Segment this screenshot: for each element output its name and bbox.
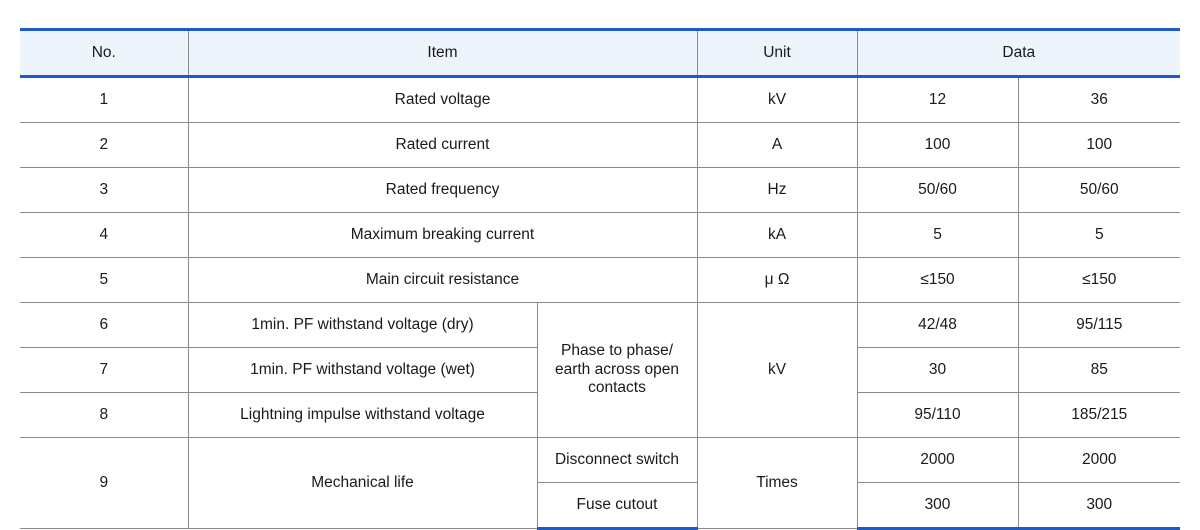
specification-table-container: No. Item Unit Data 1 Rated voltage kV 12…: [20, 28, 1180, 530]
row-data-1: ≤150: [856, 257, 1019, 303]
column-header-data: Data: [856, 28, 1180, 78]
row-unit: A: [696, 122, 858, 168]
table-row: 9 Mechanical life Disconnect switch Time…: [20, 437, 1180, 529]
row-no: 2: [20, 122, 189, 168]
table-row: 2 Rated current A 100 100: [20, 122, 1180, 168]
row-data-1: 100: [856, 122, 1019, 168]
row-data-2: 100: [1017, 122, 1180, 168]
row-data-1: 50/60: [856, 167, 1019, 213]
table-row: 1 Rated voltage kV 12 36: [20, 76, 1180, 123]
row-unit: kV: [696, 76, 858, 123]
row-item: Rated voltage: [187, 76, 698, 123]
table-row: 3 Rated frequency Hz 50/60 50/60: [20, 167, 1180, 213]
row-data-1: 42/48: [856, 302, 1019, 348]
table-row: 4 Maximum breaking current kA 5 5: [20, 212, 1180, 258]
row-data-2: 85: [1017, 347, 1180, 393]
row-no: 9: [20, 437, 189, 529]
row-data-2: 2000: [1017, 437, 1180, 483]
row-unit: Hz: [696, 167, 858, 213]
table-row: Fuse cutout 300 300: [20, 482, 1180, 530]
withstand-unit: kV: [696, 302, 858, 438]
row-item: Maximum breaking current: [187, 212, 698, 258]
mechanical-life-unit: Times: [696, 437, 858, 529]
row-data-2: ≤150: [1017, 257, 1180, 303]
table-row: 5 Main circuit resistance μ Ω ≤150 ≤150: [20, 257, 1180, 303]
mechanical-life-subitem: Fuse cutout: [537, 482, 698, 530]
row-data-1: 95/110: [856, 392, 1019, 438]
row-data-2: 5: [1017, 212, 1180, 258]
mechanical-life-subitem: Disconnect switch: [536, 437, 698, 483]
table-body: 1 Rated voltage kV 12 36 2 Rated current…: [20, 76, 1180, 530]
header-row: No. Item Unit Data: [20, 28, 1180, 78]
row-data-2: 50/60: [1017, 167, 1180, 213]
row-item: Rated current: [187, 122, 698, 168]
table-header: No. Item Unit Data: [20, 28, 1180, 78]
row-unit: kA: [696, 212, 858, 258]
table-row: 6 1min. PF withstand voltage (dry) Phase…: [20, 302, 1180, 438]
row-item: Rated frequency: [187, 167, 698, 213]
column-header-item: Item: [187, 28, 698, 78]
row-item: Lightning impulse withstand voltage: [187, 392, 538, 438]
row-data-2: 185/215: [1017, 392, 1180, 438]
column-header-no: No.: [20, 28, 189, 78]
specification-table: No. Item Unit Data 1 Rated voltage kV 12…: [20, 28, 1180, 530]
column-header-unit: Unit: [696, 28, 858, 78]
row-data-1: 30: [856, 347, 1019, 393]
row-data-1: 300: [856, 482, 1019, 530]
row-item: 1min. PF withstand voltage (dry): [187, 302, 538, 348]
row-unit: μ Ω: [696, 257, 858, 303]
row-item: Mechanical life: [187, 437, 538, 529]
row-item: Main circuit resistance: [187, 257, 698, 303]
row-item: 1min. PF withstand voltage (wet): [187, 347, 538, 393]
withstand-condition-label: Phase to phase/ earth across open contac…: [536, 302, 698, 438]
row-no: 5: [20, 257, 189, 303]
row-data-1: 12: [856, 76, 1019, 123]
row-no: 4: [20, 212, 189, 258]
row-data-1: 2000: [856, 437, 1019, 483]
row-data-1: 5: [856, 212, 1019, 258]
row-no: 8: [20, 392, 189, 438]
row-no: 6: [20, 302, 189, 348]
row-data-2: 300: [1017, 482, 1180, 530]
row-no: 3: [20, 167, 189, 213]
row-data-2: 95/115: [1017, 302, 1180, 348]
row-data-2: 36: [1017, 76, 1180, 123]
row-no: 1: [20, 76, 189, 123]
row-no: 7: [20, 347, 189, 393]
